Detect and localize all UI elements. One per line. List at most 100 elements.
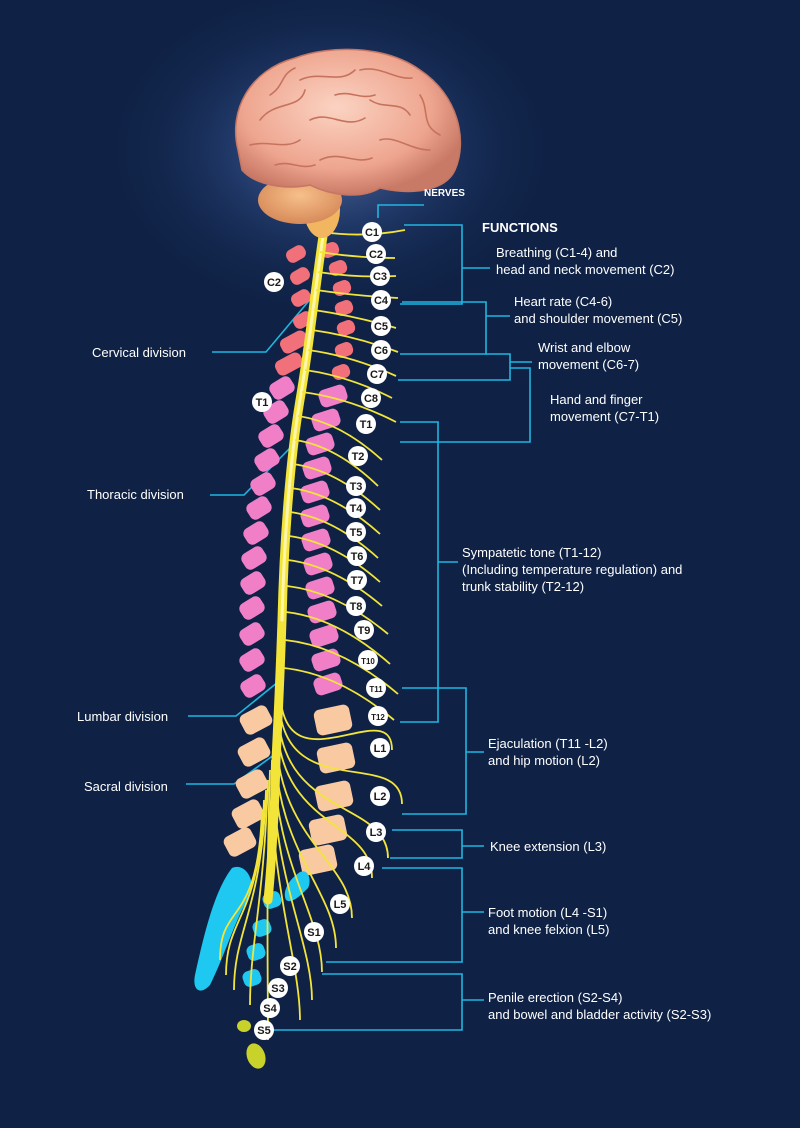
nerve-line xyxy=(290,487,381,535)
gyrus xyxy=(379,138,431,151)
connector-line xyxy=(188,681,279,717)
nerve-badge-l3: L3 xyxy=(366,822,386,842)
vertebra-lumbar-back xyxy=(235,769,269,799)
vertebra-thoracic-front xyxy=(300,480,330,504)
badge-circle xyxy=(370,738,390,758)
gyrus xyxy=(359,68,413,79)
badge-circle xyxy=(348,446,368,466)
badge-circle xyxy=(354,856,374,876)
gyrus xyxy=(274,162,316,168)
vertebra-cervical-back xyxy=(291,289,311,307)
nerve-badge-t11: T11 xyxy=(366,678,386,698)
vertebra-lumbar-front xyxy=(298,844,338,876)
vertebra-lumbar-back xyxy=(237,737,271,767)
badge-circle xyxy=(362,222,382,242)
connector-line xyxy=(400,301,487,355)
connector-line xyxy=(272,973,463,1031)
connector-line xyxy=(326,867,463,963)
vertebra-cervical-back xyxy=(290,267,310,285)
badge-label: L2 xyxy=(374,791,387,803)
badge-label: T10 xyxy=(361,657,375,666)
division-label-lumbar: Lumbar division xyxy=(77,709,169,724)
nerve-line xyxy=(297,415,383,461)
sacral-segment xyxy=(252,919,272,937)
connector-lines xyxy=(186,204,532,1031)
badge-circle xyxy=(347,570,367,590)
connector-line xyxy=(400,367,531,443)
vertebra-lumbar-back xyxy=(223,827,257,857)
connector-line xyxy=(400,421,439,723)
vertebra-thoracic-back xyxy=(240,674,266,698)
vertebra-thoracic-front xyxy=(305,576,335,600)
vertebra-thoracic-back xyxy=(246,496,272,520)
vertebra-thoracic-back xyxy=(243,521,269,545)
badge-label: L5 xyxy=(334,899,347,911)
connector-line xyxy=(377,204,424,218)
vertebra-cervical-front xyxy=(334,300,354,316)
cauda-nerve-line xyxy=(225,799,265,976)
gyrus xyxy=(419,94,441,136)
vertebra-cervical-front xyxy=(328,260,348,276)
vertebra-lumbar-back xyxy=(239,705,273,735)
gyrus xyxy=(319,155,373,161)
badge-circle xyxy=(368,706,388,726)
function-ejaculation: Ejaculation (T11 -L2)and hip motion (L2) xyxy=(488,736,608,768)
badge-label: S4 xyxy=(263,1003,277,1015)
nerve-line xyxy=(285,611,391,665)
gyrus xyxy=(299,69,356,81)
spinal-cord-highlight xyxy=(280,203,330,622)
function-sympathetic-tone: Sympatetic tone (T1-12)(Including temper… xyxy=(462,545,683,594)
nerve-badge-s5: S5 xyxy=(254,1020,274,1040)
connector-line xyxy=(398,353,511,381)
nerve-badges: C1C2C3C4C5C6C7C8T1T2T3T4T5T6T7T8T9T10T11… xyxy=(252,222,391,1040)
nerve-line xyxy=(301,391,397,423)
nerve-line xyxy=(304,369,393,399)
vertebra-thoracic-back xyxy=(239,622,265,646)
badge-circle xyxy=(358,650,378,670)
functions-header: FUNCTIONS xyxy=(482,220,558,235)
vertebra-thoracic-front xyxy=(305,432,335,456)
nerve-badge-s4: S4 xyxy=(260,998,280,1018)
badge-circle xyxy=(268,978,288,998)
badge-circle xyxy=(367,364,387,384)
vertebra-cervical-front xyxy=(334,342,354,358)
nerve-badge-t8: T8 xyxy=(346,596,366,616)
badge-circle xyxy=(280,956,300,976)
badge-label: C2 xyxy=(267,277,281,289)
badge-circle xyxy=(354,620,374,640)
vertebra-badge-c2: C2 xyxy=(264,272,284,292)
function-knee-extension: Knee extension (L3) xyxy=(490,839,607,854)
badge-label: C1 xyxy=(365,227,379,239)
vertebra-thoracic-front xyxy=(318,384,348,408)
connector-line xyxy=(212,289,319,353)
cauda-nerve-line xyxy=(272,739,323,973)
badge-circle xyxy=(361,388,381,408)
nerve-badge-s2: S2 xyxy=(280,956,300,976)
vertebra-thoracic-back xyxy=(254,448,280,472)
badge-label: S2 xyxy=(283,961,296,973)
nerve-line xyxy=(286,585,389,635)
vertebra-thoracic-back xyxy=(241,546,267,570)
badge-circle xyxy=(304,922,324,942)
badge-circle xyxy=(366,822,386,842)
badge-circle xyxy=(346,498,366,518)
nerve-line xyxy=(289,511,379,559)
badge-label: T12 xyxy=(371,713,385,722)
vertebra-thoracic-back xyxy=(269,376,295,400)
coccyx-segment xyxy=(237,1020,251,1032)
badge-circle xyxy=(260,998,280,1018)
nerve-badge-t1: T1 xyxy=(356,414,376,434)
badge-label: L3 xyxy=(370,827,383,839)
badge-label: S1 xyxy=(307,927,320,939)
vertebra-badge-t1: T1 xyxy=(252,392,272,412)
function-heart-rate: Heart rate (C4-6)and shoulder movement (… xyxy=(514,294,683,326)
badge-label: S3 xyxy=(271,983,284,995)
badge-label: T4 xyxy=(350,503,364,515)
nerve-badge-t6: T6 xyxy=(347,546,367,566)
nerve-line xyxy=(288,535,381,583)
function-penile-erection: Penile erection (S2-S4)and bowel and bla… xyxy=(488,990,712,1022)
badge-label: T1 xyxy=(256,397,269,409)
vertebra-cervical-front xyxy=(336,320,356,336)
